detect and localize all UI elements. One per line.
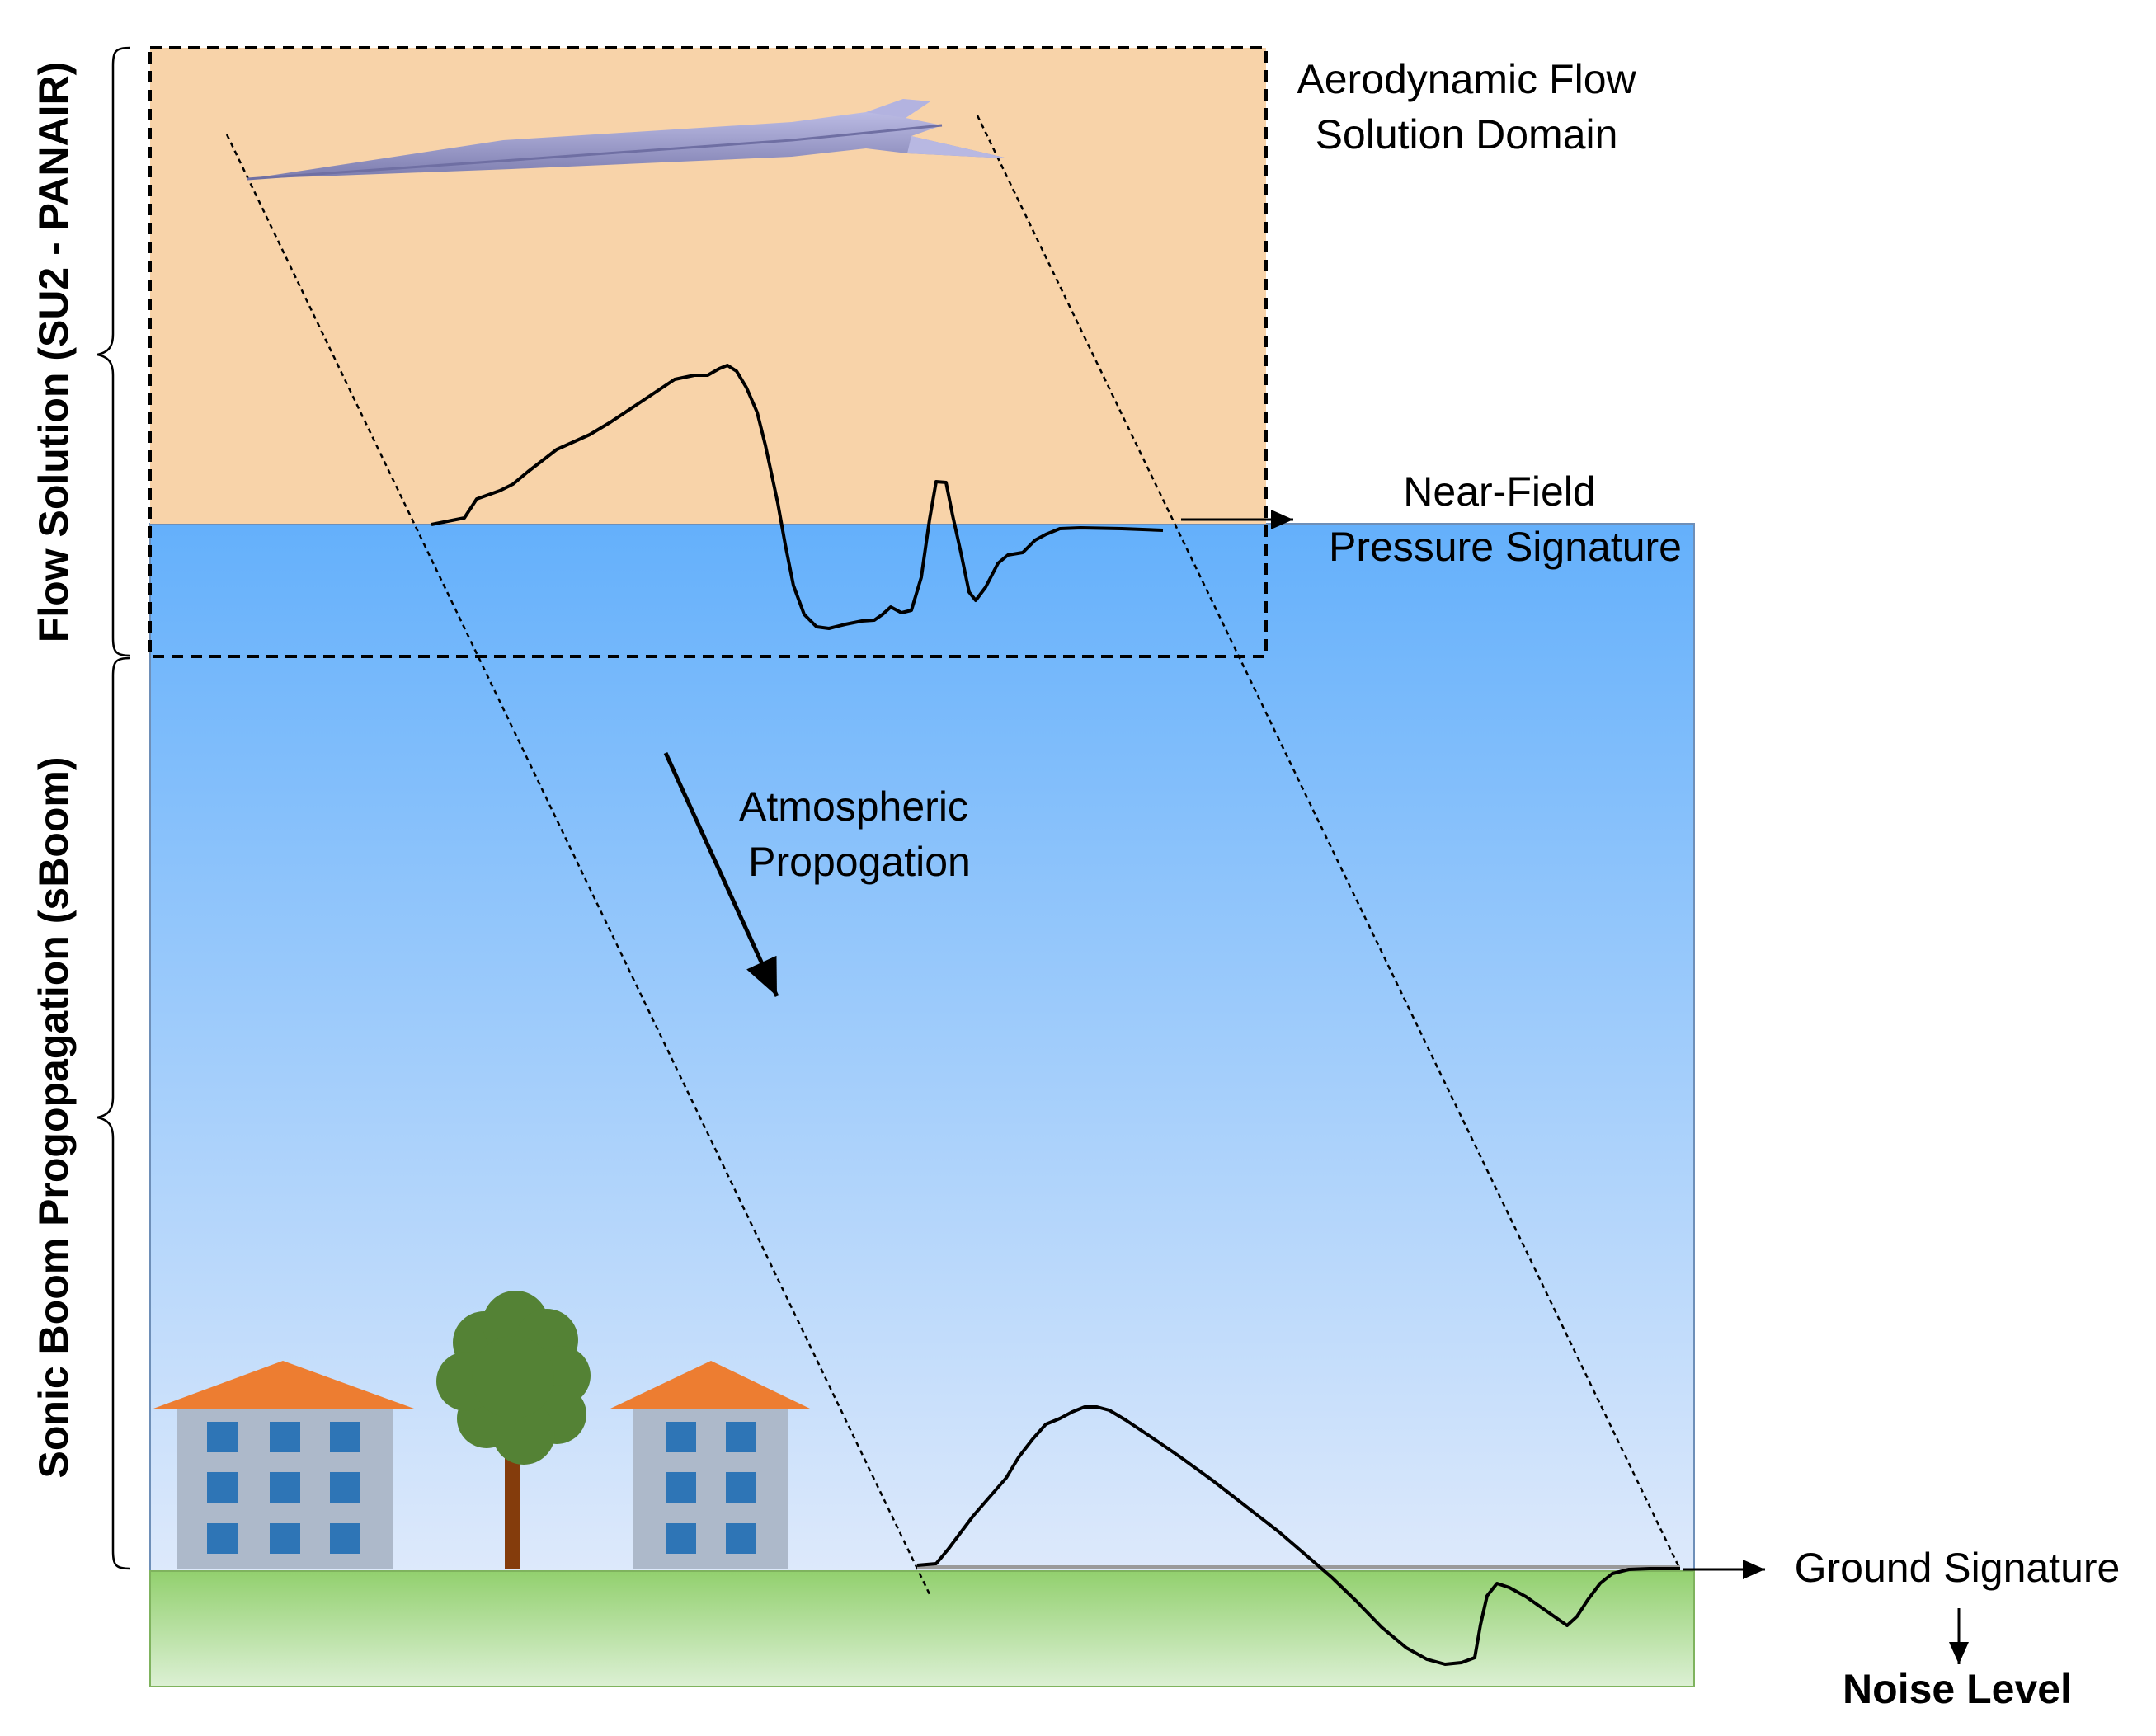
flow-domain-boundary	[148, 46, 1268, 658]
ground-region	[149, 1570, 1695, 1687]
mach-cone-line-left	[225, 134, 931, 1595]
flow-domain-label-line1: Aerodynamic Flow	[1297, 56, 1636, 102]
sonic-boom-side-label: Sonic Boom Progopagation (sBoom)	[31, 757, 77, 1479]
noise-level-label: Noise Level	[1843, 1666, 2072, 1712]
sonic-boom-brace	[97, 656, 131, 1570]
near-field-label-line2: Pressure Signature	[1329, 524, 1682, 570]
aircraft-icon	[247, 99, 1008, 181]
sky-region	[149, 523, 1695, 1572]
building-icon	[610, 1361, 810, 1569]
flow-solution-side-label: Flow Solution (SU2 - PANAIR)	[31, 62, 77, 643]
near-field-label-line1: Near-Field	[1403, 468, 1595, 515]
flow-solution-brace	[97, 46, 131, 657]
atmospheric-propagation-arrow	[663, 751, 779, 998]
atmospheric-label-line1: Atmospheric	[739, 783, 968, 830]
mach-cone-line-right	[976, 115, 1682, 1570]
flow-domain-fill	[150, 48, 1266, 524]
near-field-signature-curve	[431, 364, 1164, 630]
flow-domain-label-line2: Solution Domain	[1316, 111, 1618, 158]
atmospheric-label-line2: Propogation	[748, 839, 971, 885]
ground-signature-label: Ground Signature	[1795, 1545, 2121, 1591]
building-icon	[153, 1361, 414, 1569]
ground-signature-curve	[916, 1405, 1680, 1666]
tree-icon	[436, 1291, 591, 1569]
